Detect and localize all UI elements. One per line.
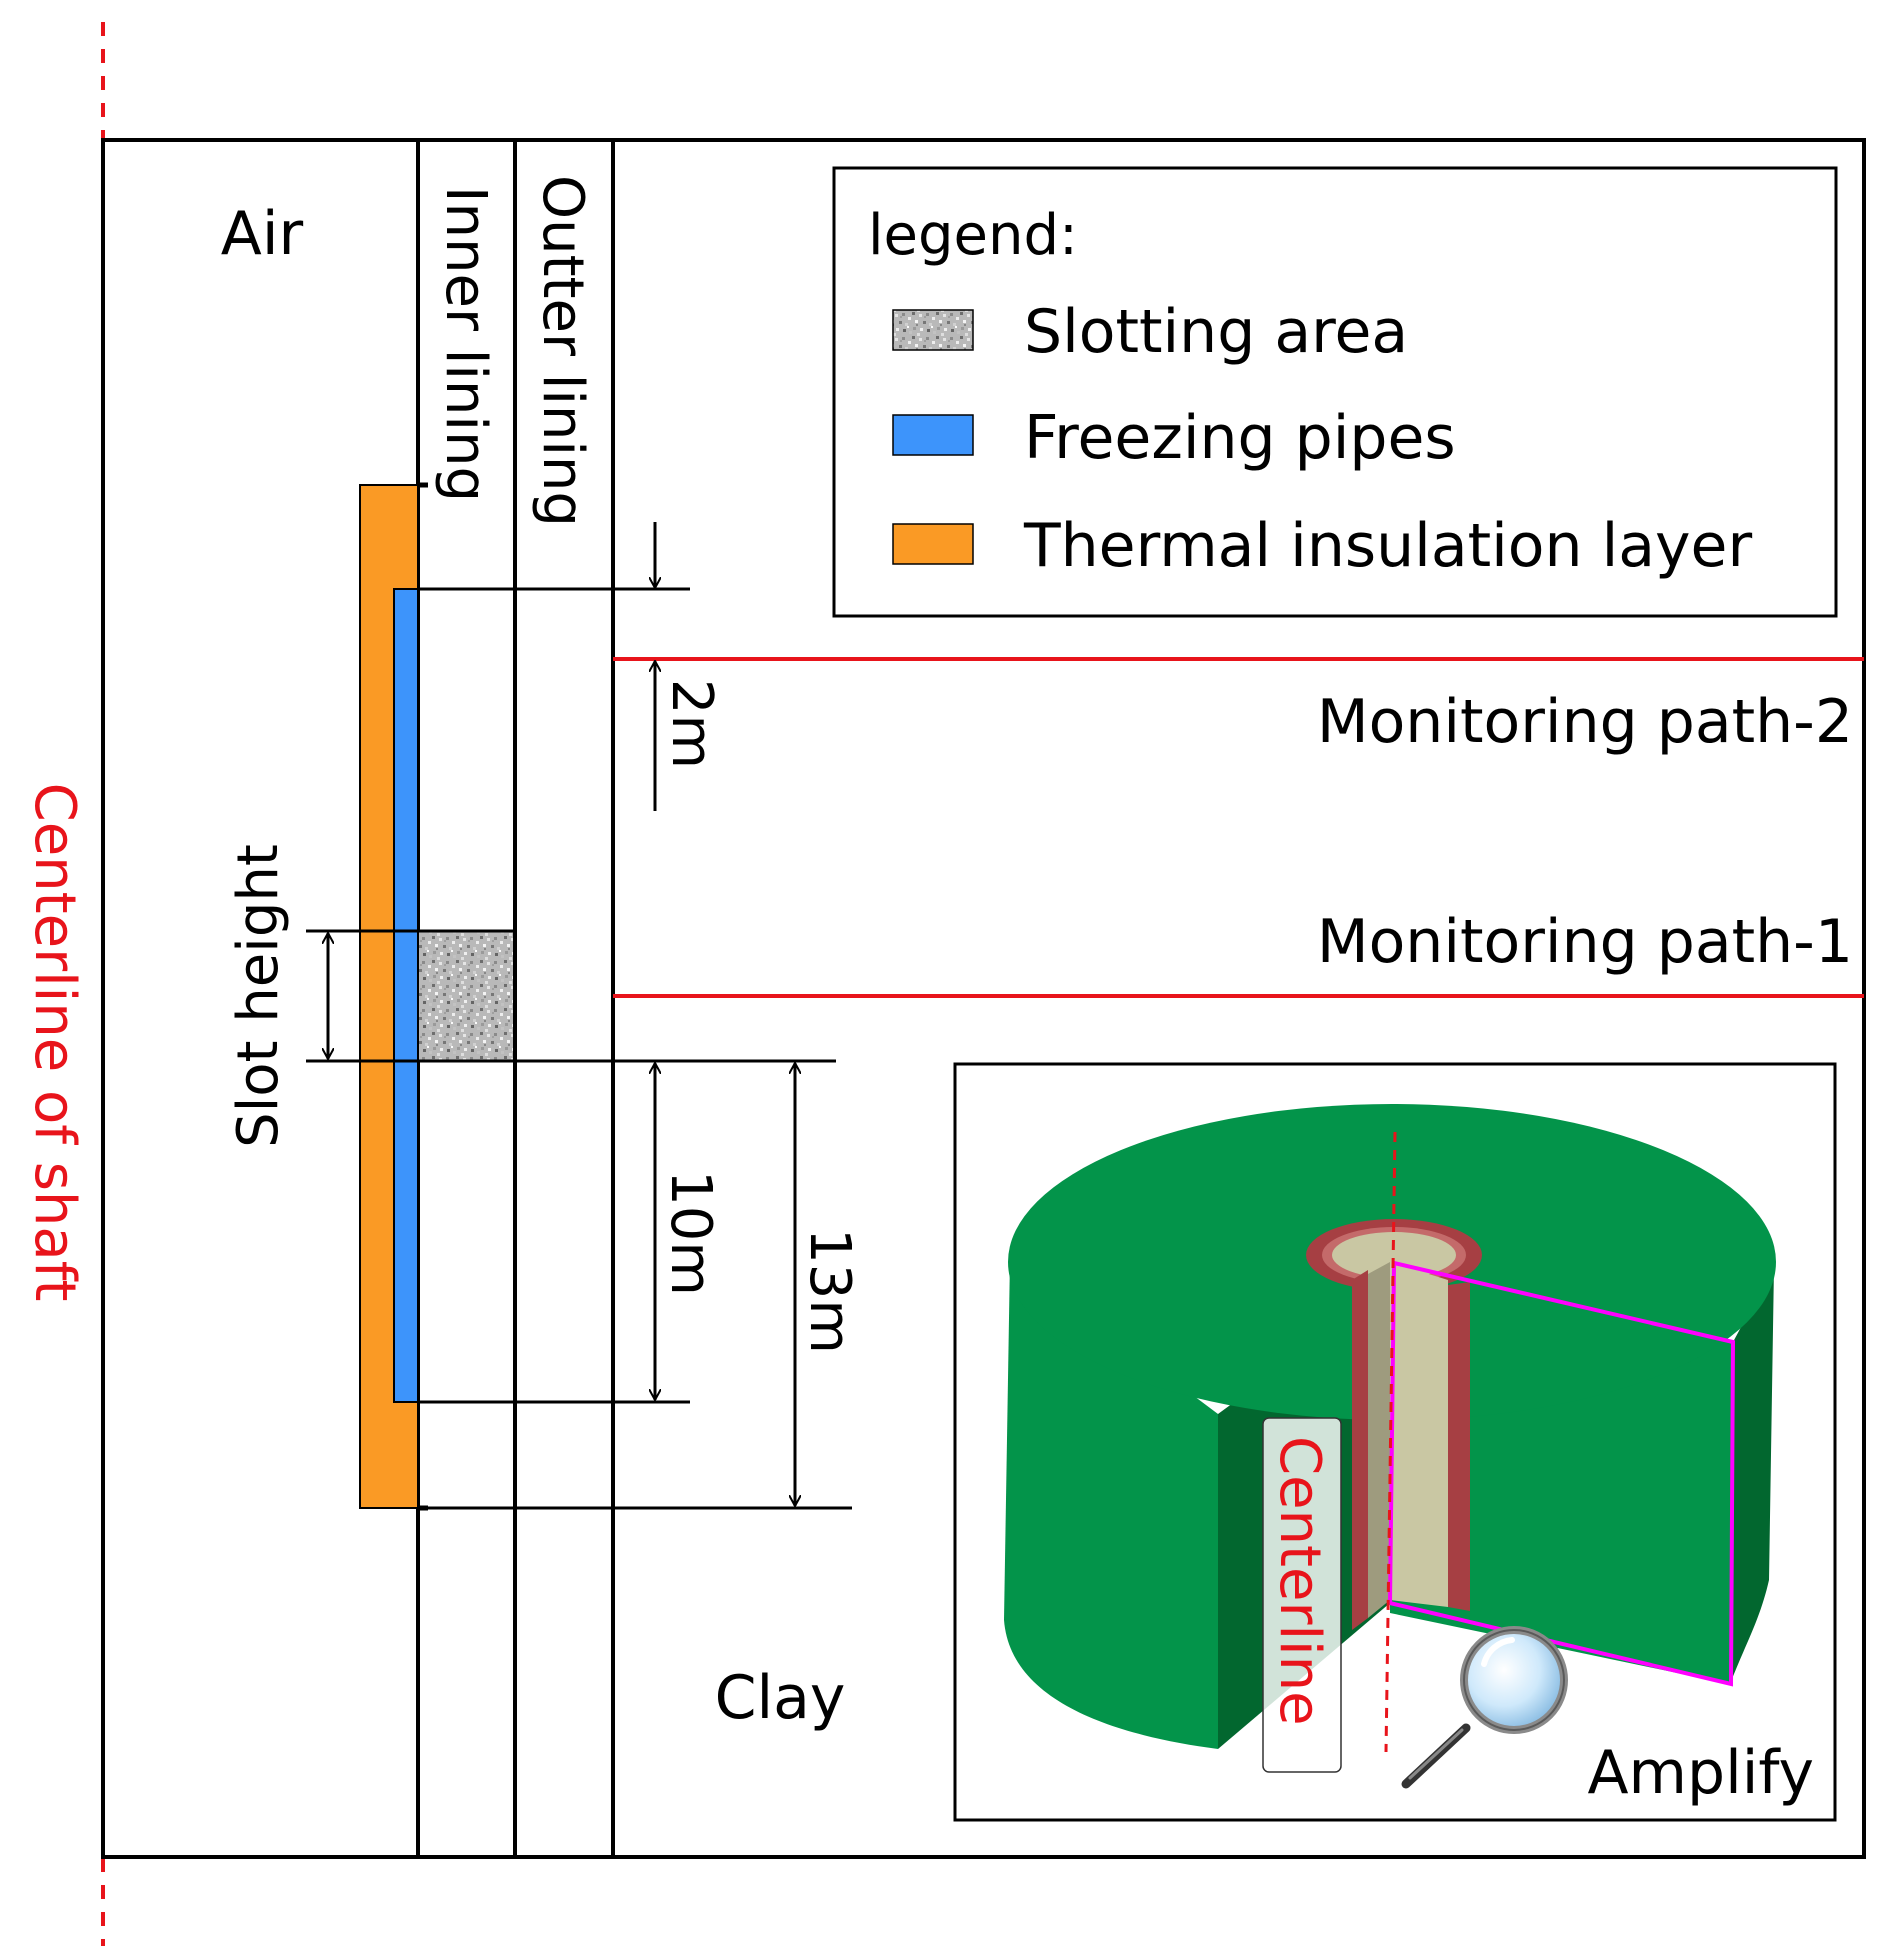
inset-3d-model: Centerline Amplify bbox=[953, 1062, 1837, 1822]
legend-swatch-insulation bbox=[892, 523, 974, 565]
shaft-inner-wall bbox=[1368, 1262, 1390, 1618]
lining-strip-left bbox=[1352, 1270, 1368, 1630]
slotting-area bbox=[417, 930, 515, 1062]
shaft-inner-face bbox=[1390, 1262, 1448, 1607]
legend-label-freezing: Freezing pipes bbox=[1024, 403, 1456, 473]
dim-2m-label: 2m bbox=[659, 679, 724, 769]
clay-label: Clay bbox=[715, 1663, 846, 1733]
inset-centerline bbox=[1384, 1131, 1397, 1753]
legend: legend: Slotting area Freezing pipes The… bbox=[832, 166, 1838, 618]
legend-swatch-slotting bbox=[892, 309, 974, 351]
inset-centerline-label-box bbox=[1262, 1417, 1342, 1773]
lining-strip-right bbox=[1448, 1282, 1470, 1611]
cylinder-side-right bbox=[1730, 1266, 1774, 1684]
magnifying-glass-icon bbox=[1401, 1626, 1568, 1789]
monitoring-path-2-label: Monitoring path-2 bbox=[1317, 687, 1853, 757]
inner-lining-label: Inner lining bbox=[433, 186, 498, 502]
inset-centerline-label: Centerline bbox=[1267, 1436, 1332, 1726]
freezing-pipes bbox=[393, 588, 419, 1403]
model-boundary bbox=[101, 138, 1866, 1859]
slot-height-label: Slot height bbox=[226, 844, 291, 1148]
air-label: Air bbox=[221, 199, 304, 269]
legend-title: legend: bbox=[868, 203, 1078, 268]
shaft-centerline-label: Centerline of shaft bbox=[22, 783, 87, 1302]
outer-lining-label: Outter lining bbox=[530, 175, 595, 527]
dim-13m-label: 13m bbox=[797, 1228, 862, 1354]
cross-section-outline bbox=[1387, 1260, 1736, 1687]
dim-10m-label: 10m bbox=[658, 1170, 723, 1296]
legend-box bbox=[832, 166, 1838, 618]
legend-label-slotting: Slotting area bbox=[1024, 297, 1408, 367]
legend-label-insulation: Thermal insulation layer bbox=[1023, 511, 1752, 581]
legend-swatch-freezing bbox=[892, 414, 974, 456]
monitoring-path-1-label: Monitoring path-1 bbox=[1317, 907, 1853, 977]
amplify-label: Amplify bbox=[1588, 1738, 1815, 1808]
shaft-bore bbox=[1332, 1232, 1456, 1278]
